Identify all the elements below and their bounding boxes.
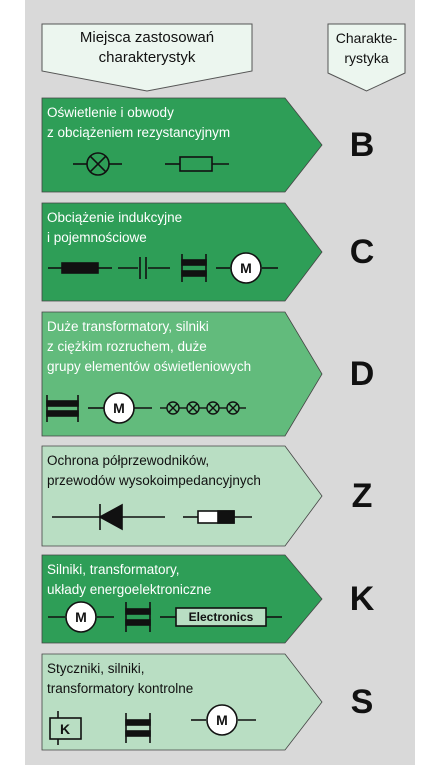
transformer-symbol [125,602,151,632]
inductor-symbol [48,262,112,274]
motor-symbol [216,252,278,284]
header-characteristic-arrow [327,23,406,92]
characteristic-letter-d: D [349,355,375,393]
header-applications-arrow [41,23,253,92]
band-s-description: Styczniki, silniki, transformatory kontr… [47,661,194,696]
band-b-shape [41,97,323,193]
motor-label: M [240,260,252,276]
capacitor-symbol [118,257,170,279]
fuse-symbol [183,510,252,524]
band-z-description: Ochrona półprzewodników, przewodów wysok… [47,453,261,488]
resistor-symbol [165,156,229,172]
characteristic-letter-c: C [349,233,375,271]
header-applications-label: Miejsca zastosowań charakterystyk [79,29,215,66]
lamp-symbol [73,152,122,176]
band-k-description: Silniki, transformatory, układy energoel… [47,562,212,597]
transformer-symbol [181,254,207,282]
motor-symbol [48,601,114,633]
band-b-description: Oświetlenie i obwody z obciążeniem rezys… [47,105,231,140]
electronics-symbol [160,607,282,627]
motor-label: M [113,400,125,416]
header-characteristic-label: Charakte- rystyka [335,30,398,66]
electronics-label: Electronics [188,610,254,624]
diode-symbol [52,503,165,531]
characteristic-letter-k: K [349,580,375,618]
band-c-description: Obciążenie indukcyjne i pojemnościowe [47,210,183,245]
band-d-description: Duże transformatory, silniki z ciężkim r… [47,319,252,374]
transformer-symbol [125,713,151,743]
characteristic-letter-s: S [350,683,374,721]
transformer-symbol [46,395,79,422]
motor-label: M [216,712,228,728]
motor-label: M [75,609,87,625]
band-s-shape [41,653,323,751]
motor-symbol [88,392,152,424]
characteristic-letter-z: Z [351,477,373,515]
relay-label: K [59,721,71,737]
relay-coil-symbol [49,711,82,745]
characteristic-letter-b: B [349,126,375,164]
lamp-group-symbol [160,401,246,415]
motor-symbol [191,704,256,736]
